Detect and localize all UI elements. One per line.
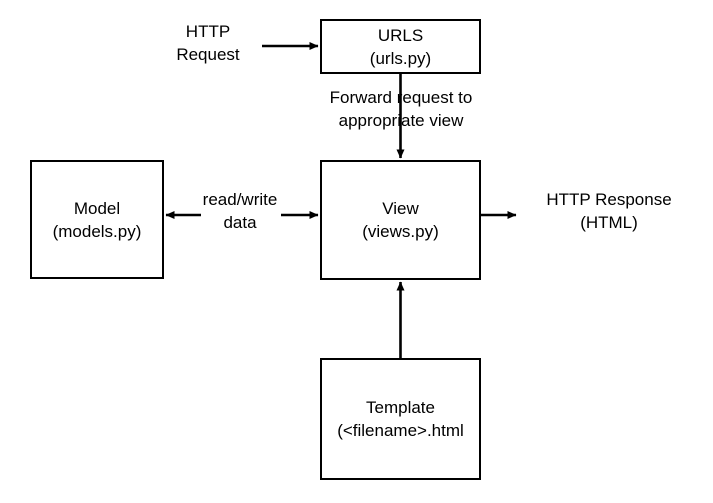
urls-node-subtitle: (urls.py) bbox=[369, 48, 432, 68]
forward-request-label-line2: appropriate view bbox=[338, 111, 464, 130]
http-request-label: HTTP Request bbox=[156, 20, 260, 66]
view-node-title: View bbox=[382, 199, 419, 218]
view-node-subtitle: (views.py) bbox=[362, 222, 439, 241]
urls-node-title: URLS bbox=[377, 25, 424, 45]
http-request-label-line1: HTTP bbox=[185, 22, 231, 41]
http-request-label-line2: Request bbox=[176, 45, 240, 64]
template-node[interactable]: Template (<filename>.html bbox=[320, 358, 481, 480]
http-response-label: HTTP Response (HTML) bbox=[519, 188, 699, 234]
forward-request-label: Forward request to appropriate view bbox=[310, 86, 492, 132]
model-node[interactable]: Model (models.py) bbox=[30, 160, 164, 279]
urls-node[interactable]: URLS (urls.py) bbox=[320, 19, 481, 74]
model-node-title: Model bbox=[73, 198, 121, 218]
template-node-title: Template bbox=[366, 398, 435, 417]
read-write-data-label-line2: data bbox=[223, 213, 257, 232]
view-node[interactable]: View (views.py) bbox=[320, 160, 481, 280]
http-response-label-line2: (HTML) bbox=[580, 213, 638, 232]
model-node-subtitle: (models.py) bbox=[52, 221, 142, 241]
template-node-subtitle: (<filename>.html bbox=[337, 421, 464, 440]
http-response-label-line1: HTTP Response bbox=[546, 190, 672, 209]
forward-request-label-line1: Forward request to bbox=[329, 88, 473, 107]
read-write-data-label-line1: read/write bbox=[202, 190, 278, 209]
read-write-data-label: read/write data bbox=[194, 188, 286, 234]
